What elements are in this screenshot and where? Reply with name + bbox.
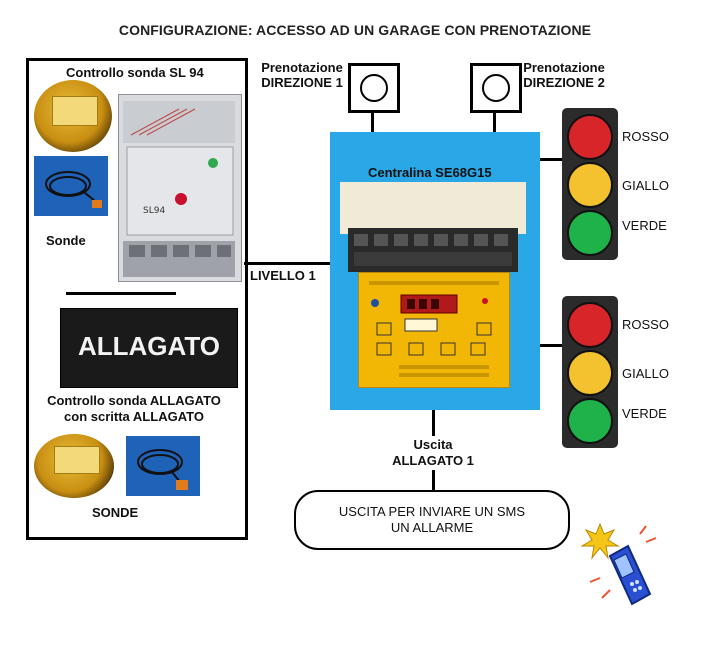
allagato-control-title-1: Controllo sonda ALLAGATO	[47, 393, 221, 408]
green-lamp-icon	[567, 210, 613, 256]
svg-text:SL94: SL94	[143, 206, 165, 216]
cable-icon	[45, 171, 102, 208]
sms-box-line2: UN ALLARME	[390, 520, 474, 535]
uscita-line2: ALLAGATO 1	[392, 453, 474, 468]
prenotazione-2-line2: DIREZIONE 2	[523, 75, 605, 90]
traffic-light-2-yellow-label: GIALLO	[622, 366, 669, 381]
ringing-phone-illustration	[580, 522, 657, 606]
prenotazione-2-line1: Prenotazione	[523, 60, 605, 75]
uscita-connector-top	[432, 410, 435, 436]
prenotazione-2-connector	[493, 110, 496, 132]
sonde-label: Sonde	[46, 233, 86, 248]
centralina-terminal-block	[348, 228, 518, 272]
green-lamp-icon-2	[567, 398, 613, 444]
sl94-device-image: SL94	[118, 94, 242, 282]
centralina-control-unit	[358, 272, 510, 388]
allagato-warning-sign: ALLAGATO	[60, 308, 238, 388]
sms-box-line1: USCITA PER INVIARE UN SMS	[338, 504, 526, 519]
prenotazione-1-line1: Prenotazione	[261, 60, 343, 75]
traffic-light-2-green-label: VERDE	[622, 406, 667, 421]
centralina-label: Centralina SE68G15	[368, 165, 492, 180]
red-lamp-icon	[567, 114, 613, 160]
prenotazione-1-connector	[371, 110, 374, 132]
traffic-light-1-connector	[540, 158, 568, 161]
probe-cable-image-2	[126, 436, 200, 496]
cable-icon-2	[137, 449, 188, 490]
push-button-icon-2	[482, 74, 510, 102]
allagato-control-title-2: con scritta ALLAGATO	[64, 409, 204, 424]
centralina-paper-sheet	[340, 182, 526, 234]
sonde-label-2: SONDE	[92, 505, 139, 520]
sms-alarm-box: USCITA PER INVIARE UN SMS UN ALLARME	[294, 490, 570, 550]
traffic-light-1	[562, 108, 618, 260]
traffic-light-2-red-label: ROSSO	[622, 317, 669, 332]
prenotazione-1-line2: DIREZIONE 1	[261, 75, 343, 90]
yellow-lamp-icon-2	[567, 350, 613, 396]
probe-cable-image	[34, 156, 108, 216]
livello-connector-line	[244, 262, 330, 265]
red-lamp-icon-2	[567, 302, 613, 348]
terminal-block-illustration	[354, 234, 512, 266]
sensor-probe-label-sticker-2	[54, 446, 100, 474]
livello-label: LIVELLO 1	[250, 268, 316, 283]
reservation-button-1[interactable]	[348, 63, 400, 113]
sl94-device-illustration: SL94	[123, 101, 235, 277]
left-box-divider	[66, 292, 176, 295]
uscita-connector-bottom	[432, 470, 435, 490]
traffic-light-1-yellow-label: GIALLO	[622, 178, 669, 193]
traffic-light-1-red-label: ROSSO	[622, 129, 669, 144]
uscita-line1: Uscita	[413, 437, 453, 452]
traffic-light-2-connector	[540, 344, 568, 347]
diagram-title: CONFIGURAZIONE: ACCESSO AD UN GARAGE CON…	[118, 22, 592, 38]
sensor-probe-label-sticker	[52, 96, 98, 126]
mobile-phone-icon	[580, 520, 664, 616]
traffic-light-2	[562, 296, 618, 448]
push-button-icon	[360, 74, 388, 102]
control-unit-illustration	[369, 281, 499, 377]
sl94-title: Controllo sonda SL 94	[66, 65, 204, 80]
traffic-light-1-green-label: VERDE	[622, 218, 667, 233]
allagato-sign-text: ALLAGATO	[77, 331, 221, 361]
yellow-lamp-icon	[567, 162, 613, 208]
reservation-button-2[interactable]	[470, 63, 522, 113]
